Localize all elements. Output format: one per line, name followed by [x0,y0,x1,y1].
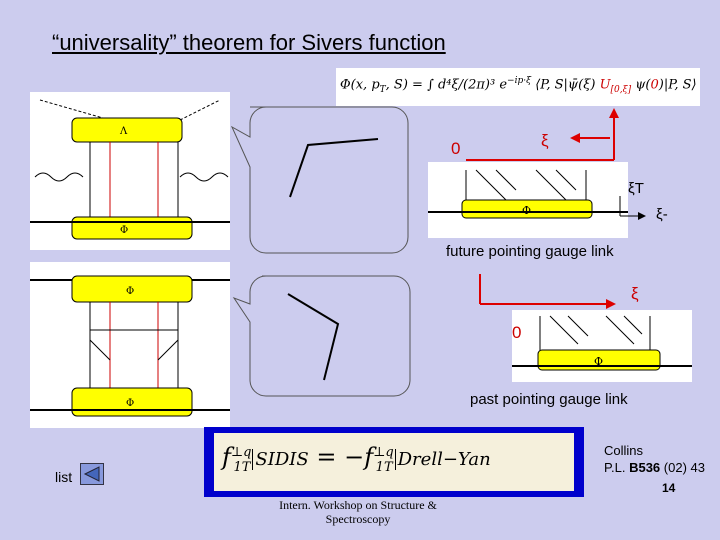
callout-bubble-top [230,106,409,254]
past-link-callout [232,275,411,397]
eq-lhs-super: ⊥q [230,445,252,460]
triangle-left-icon [83,466,100,482]
footer: Intern. Workshop on Structure & Spectros… [268,498,448,526]
photon-left [34,172,84,182]
future-link-path [289,138,379,198]
correlator-formula: Φ(x, pT, S) = ∫ d⁴ξ/(2π)³ e−ip·ξ ⟨P, S|ψ… [336,68,700,106]
reference-details: (02) 43 [663,460,705,475]
future-phi-label: Φ [522,204,531,217]
eq-rhs-index: Drell−Yan [394,449,491,470]
list-label: list [55,469,73,485]
reference: Collins P.L. B536 (02) 43 [604,442,705,476]
lambda-label: Λ [119,126,128,137]
phi-label-sidis: Φ [120,225,128,236]
eq-rhs-super: ⊥q [373,445,394,460]
xi-t-label: ξT [628,180,644,197]
formula-lhs-rest: , S) = ∫ d⁴ξ/(2π)³ e [385,77,508,93]
future-caption: future pointing gauge link [446,243,614,260]
reference-journal: P.L. [604,460,626,475]
lambda-blob [71,117,183,143]
list-back-button[interactable] [80,463,104,485]
formula-link-range: [0,ξ] [610,84,632,95]
eq-equals: = − [308,443,365,471]
formula-exponent: −ip·ξ [507,76,532,86]
page-number: 14 [662,481,676,495]
sidis-diagram: Λ Φ [30,92,230,250]
footer-line1: Intern. Workshop on Structure & [279,498,437,512]
eq-lhs-f: f [222,443,231,471]
reference-author: Collins [604,443,644,458]
formula-link: U [599,77,611,93]
xi-minus-label: ξ- [656,206,668,223]
eq-lhs-sub: 1T [233,459,251,475]
formula-lhs: Φ(x, p [340,77,380,93]
phi-blob-top [71,275,193,303]
slide-title: “universality” theorem for Sivers functi… [52,30,446,55]
past-end-label: ξ [631,284,639,303]
reference-volume: B536 [629,460,661,475]
future-start-label: 0 [451,139,461,158]
footer-line2: Spectroscopy [325,512,391,526]
phi-label-top: Φ [126,286,134,297]
phi-label-bottom: Φ [126,398,134,409]
drell-yan-diagram: Φ Φ [30,262,230,428]
formula-bracket: ⟨P, S|ψ̄(ξ) [535,77,600,93]
past-link-path [287,293,340,381]
past-phi-label: Φ [594,355,603,368]
future-end-label: ξ [541,131,549,150]
eq-rhs-f: f [364,443,374,471]
future-gauge-diagram: Φ [428,108,646,238]
past-gauge-diagram: Φ [479,274,692,382]
formula-lhs-sub: T [379,84,386,95]
past-caption: past pointing gauge link [470,391,628,408]
callout-bubble-bottom [232,275,411,397]
photon-right [179,172,229,182]
future-link-arrowhead [609,108,619,118]
past-start-label: 0 [512,323,522,342]
future-link-callout [230,106,409,254]
formula-psi-open: ψ( [631,77,651,93]
eq-rhs-sub: 1T [375,459,393,475]
past-link-arrowhead [606,299,616,309]
eq-lhs-index: SIDIS [252,449,309,470]
future-phi-blob [461,199,593,219]
phi-blob-sidis [71,216,193,240]
formula-closing: )|P, S⟩ [658,77,697,93]
formula-psi-arg: 0 [650,77,659,93]
past-blob-panel [512,310,692,382]
